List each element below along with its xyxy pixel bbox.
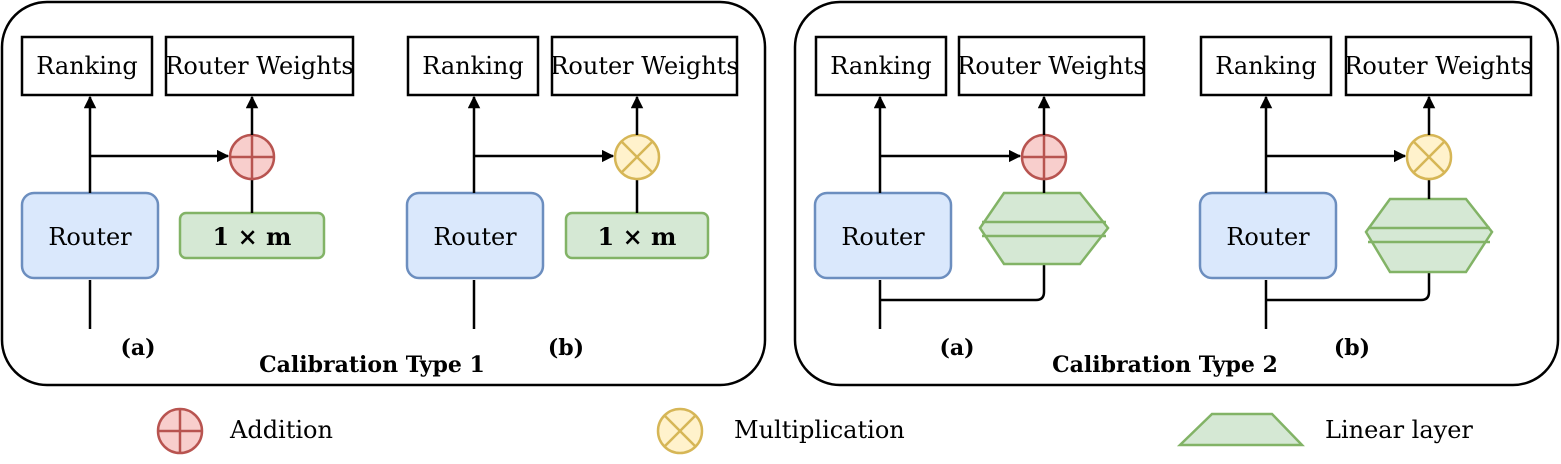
linear-layer-icon	[1176, 412, 1305, 447]
legend-multiplication: Multiplication	[656, 407, 905, 455]
router-label: Router	[48, 223, 132, 251]
router-weights-box	[550, 35, 739, 97]
ranking-label: Ranking	[36, 52, 137, 80]
ranking-label: Ranking	[422, 52, 523, 80]
variant-tag: (a)	[120, 335, 155, 361]
router-box	[813, 191, 953, 280]
legend-addition: Addition	[156, 407, 333, 455]
param-label: 1 × m	[598, 222, 677, 251]
panel-title: Calibration Type 2	[1052, 352, 1278, 378]
variant-tag: (b)	[1334, 335, 1370, 361]
router-label: Router	[433, 223, 517, 251]
panel-calibration-type-1: Ranking Router Weights Router 1 × m (a) …	[0, 0, 767, 387]
router-label: Router	[1226, 223, 1310, 251]
ranking-label: Ranking	[830, 52, 931, 80]
addition-icon	[228, 133, 276, 181]
skip-connection	[880, 265, 1046, 302]
panel-frame	[793, 0, 1560, 387]
variant-a: Ranking Router Weights Router (a)	[813, 35, 1146, 361]
panel-title: Calibration Type 1	[259, 352, 485, 378]
router-weights-label: Router Weights	[165, 52, 353, 80]
legend-addition-label: Addition	[229, 416, 333, 444]
variant-b: Ranking Router Weights Router 1 × m (b)	[405, 35, 739, 361]
addition-icon	[156, 407, 204, 455]
multiplication-icon	[613, 133, 661, 181]
router-weights-box	[1344, 35, 1533, 97]
multiplication-icon	[1405, 133, 1453, 181]
router-weights-label: Router Weights	[957, 52, 1145, 80]
linear-layer-icon	[1364, 197, 1494, 274]
router-weights-box	[164, 35, 355, 97]
ranking-box	[1199, 35, 1333, 97]
variant-a: Ranking Router Weights Router 1 × m (a)	[20, 35, 355, 361]
skip-connection	[1266, 273, 1431, 302]
router-weights-label: Router Weights	[1344, 52, 1532, 80]
linear-layer-icon	[978, 191, 1110, 266]
legend-linear-layer: Linear layer	[1176, 412, 1473, 447]
multiplication-icon	[656, 407, 704, 455]
ranking-label: Ranking	[1215, 52, 1316, 80]
ranking-box	[20, 35, 154, 97]
variant-tag: (a)	[939, 335, 974, 361]
ranking-box	[814, 35, 948, 97]
ranking-box	[406, 35, 540, 97]
legend: Addition Multiplication Linear layer	[156, 407, 1473, 455]
legend-multiplication-label: Multiplication	[734, 416, 905, 444]
addition-icon	[1020, 133, 1068, 181]
router-label: Router	[841, 223, 925, 251]
router-box	[1198, 191, 1338, 280]
router-weights-label: Router Weights	[550, 52, 738, 80]
legend-linear-label: Linear layer	[1325, 416, 1473, 444]
router-weights-box	[957, 35, 1146, 97]
variant-b: Ranking Router Weights Router (b)	[1198, 35, 1533, 361]
variant-tag: (b)	[548, 335, 584, 361]
param-label: 1 × m	[213, 222, 292, 251]
panel-frame	[0, 0, 767, 387]
panel-calibration-type-2: Ranking Router Weights Router (a)	[793, 0, 1560, 387]
